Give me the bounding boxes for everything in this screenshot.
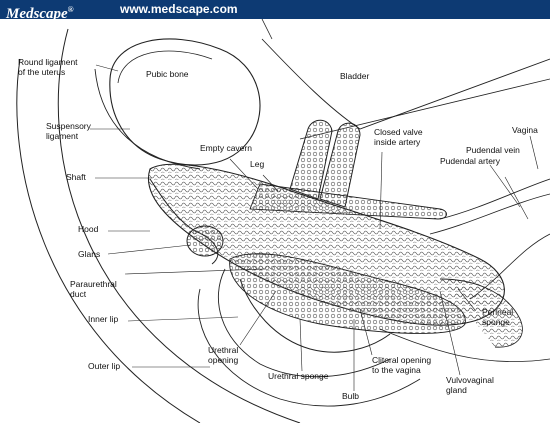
pudendal-vessel-2 — [469, 233, 550, 300]
vestibular-bulb — [229, 253, 466, 334]
medscape-logo[interactable]: Medscape® — [6, 5, 74, 22]
body-outline-inner — [57, 28, 301, 423]
perineal-sponge — [439, 278, 523, 348]
bladder-top — [261, 19, 273, 40]
bladder-wall — [261, 38, 550, 130]
label-bladder: Bladder — [340, 71, 370, 81]
label-shaft: Shaft — [66, 172, 86, 182]
label-inner-lip: Inner lip — [88, 314, 119, 324]
label-vagina: Vagina — [512, 125, 538, 135]
registered-mark: ® — [67, 5, 74, 14]
glans — [186, 225, 224, 257]
outer-lip — [197, 288, 421, 407]
vaginal-canal — [379, 328, 550, 362]
medscape-banner: Medscape® www.medscape.com — [0, 0, 550, 22]
label-leg: Leg — [250, 159, 265, 169]
label-urethral-sponge: Urethral sponge — [268, 371, 329, 381]
anatomy-drawing — [16, 19, 550, 423]
pubic-bone-inner — [117, 50, 213, 84]
clitoral-leg — [289, 119, 333, 200]
pudendal-vessel-1 — [429, 193, 550, 235]
label-empty-cavern: Empty cavern — [200, 143, 252, 153]
label-hood: Hood — [78, 224, 99, 234]
label-pudendal-vein: Pudendal vein — [466, 145, 520, 155]
label-pudendal-artery: Pudendal artery — [440, 156, 501, 166]
label-outer-lip: Outer lip — [88, 361, 121, 371]
label-pubic-bone: Pubic bone — [146, 69, 189, 79]
label-bulb: Bulb — [342, 391, 360, 401]
urethral-sponge — [239, 278, 391, 353]
site-url-link[interactable]: www.medscape.com — [120, 2, 238, 16]
label-glans: Glans — [78, 249, 101, 259]
vagina-wall — [439, 178, 550, 220]
inner-lip — [218, 268, 391, 378]
body-outline-outer — [16, 58, 201, 423]
clitoral-leg-right — [319, 122, 361, 208]
leader-lines — [90, 64, 539, 391]
